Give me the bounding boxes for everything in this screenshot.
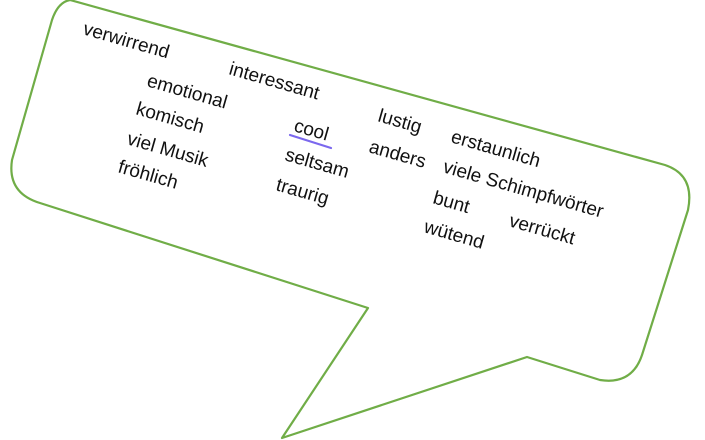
cool-underline	[288, 133, 333, 150]
speech-bubble-outline	[10, 0, 691, 440]
